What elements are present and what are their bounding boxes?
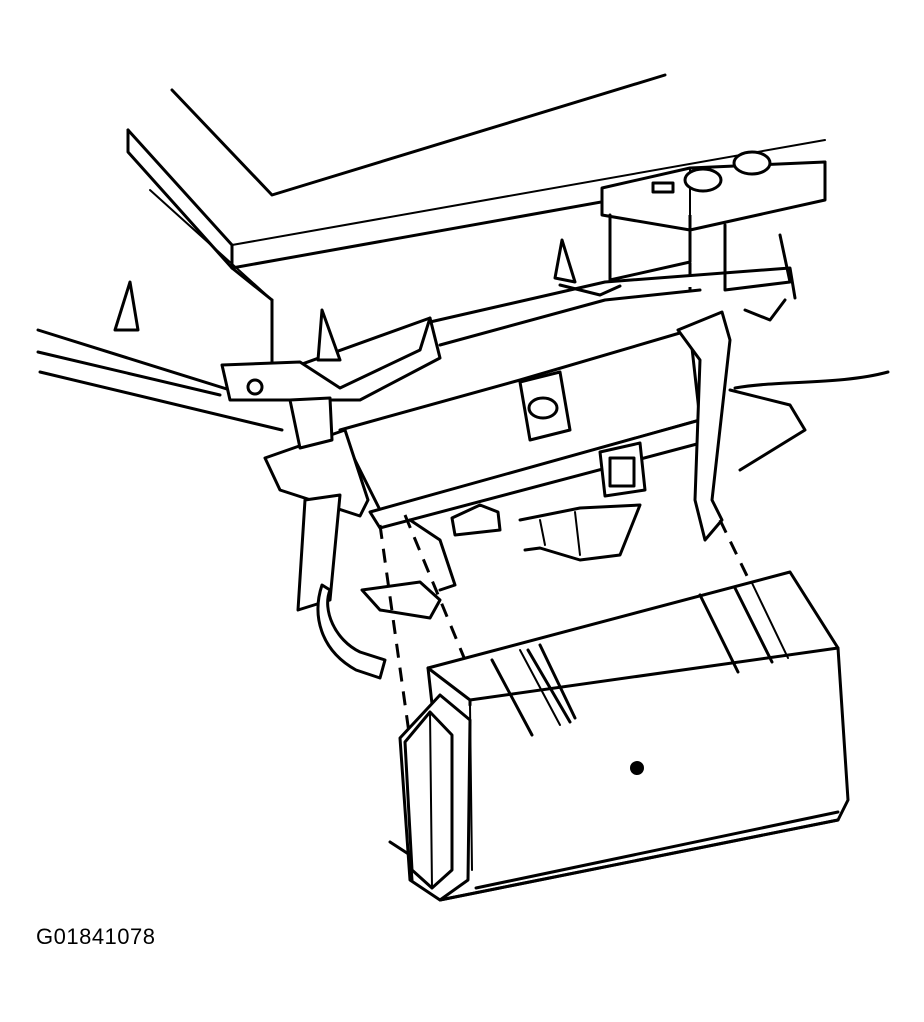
alignment-lines	[378, 215, 750, 741]
left-latch-post	[263, 396, 457, 680]
mounting-rail	[428, 238, 797, 347]
module-bottom-edge	[438, 810, 840, 902]
figure-id-label: G01841078	[36, 924, 156, 949]
module-tray	[338, 328, 714, 562]
right-latch-tab	[676, 298, 890, 542]
left-flange	[36, 280, 442, 432]
upper-housing	[126, 73, 827, 372]
upper-right-bracket	[600, 150, 827, 292]
electronic-control-module	[388, 570, 850, 902]
